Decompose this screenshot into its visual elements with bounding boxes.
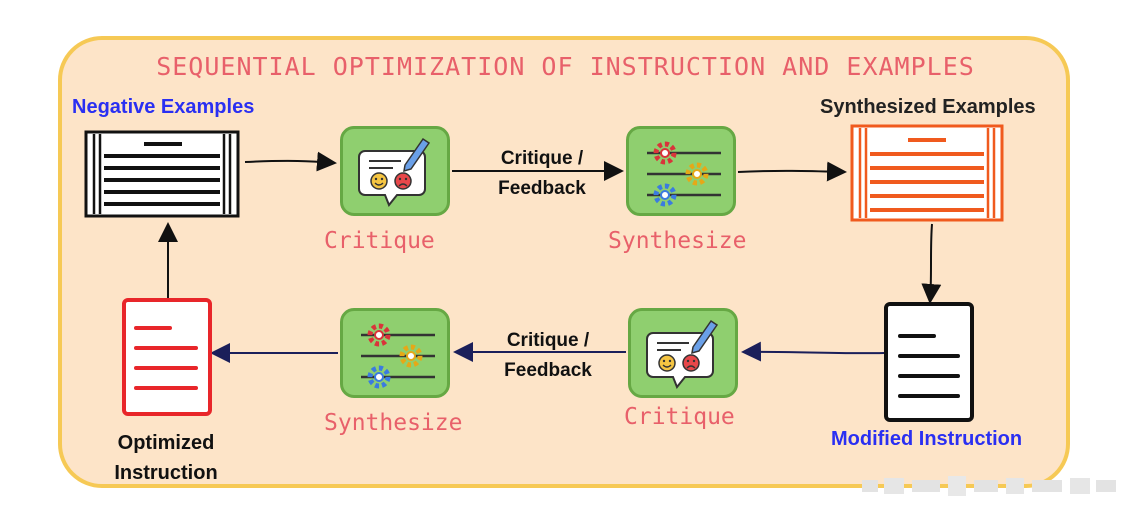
optimized-instruction-line2: Instruction bbox=[114, 462, 218, 484]
critique-step-top-label: Critique bbox=[324, 228, 435, 254]
optimized-instruction-line1: Optimized bbox=[117, 432, 215, 454]
arrow-synthesize-to-synth-examples bbox=[737, 161, 847, 182]
synthesize-step-bottom-label: Synthesize bbox=[324, 410, 463, 436]
optimized-instruction-label: Optimized Instruction bbox=[98, 428, 234, 488]
synthesize-step-top-label: Synthesize bbox=[608, 228, 747, 254]
synthesized-examples-document-icon bbox=[850, 124, 1004, 222]
synthesized-examples-label: Synthesized Examples bbox=[820, 96, 1036, 118]
negative-examples-document-icon bbox=[84, 130, 240, 218]
critique-feedback-top-line1: Critique / bbox=[500, 148, 584, 169]
arrow-synth-examples-to-modified bbox=[921, 223, 942, 304]
arrow-neg-to-critique bbox=[244, 151, 337, 172]
arrow-modified-to-critique bbox=[741, 341, 885, 362]
critique-feedback-bottom-line2: Feedback bbox=[504, 360, 592, 381]
gear-sliders-icon bbox=[361, 323, 435, 389]
synthesize-step-top bbox=[626, 126, 736, 216]
critique-feedback-bottom-line1: Critique / bbox=[506, 330, 590, 351]
negative-examples-label: Negative Examples bbox=[72, 96, 255, 118]
watermark-logo bbox=[862, 476, 1116, 496]
critique-step-bottom bbox=[628, 308, 738, 398]
critique-speech-bubble-icon bbox=[646, 319, 719, 389]
critique-speech-bubble-icon bbox=[358, 137, 431, 207]
critique-feedback-label-bottom: Critique / Feedback bbox=[488, 326, 608, 386]
gear-sliders-icon bbox=[647, 141, 721, 207]
critique-step-top bbox=[340, 126, 450, 216]
critique-feedback-top-line2: Feedback bbox=[498, 178, 586, 199]
modified-instruction-label: Modified Instruction bbox=[831, 428, 1023, 450]
modified-instruction-document-icon bbox=[884, 302, 974, 422]
critique-step-bottom-label: Critique bbox=[624, 404, 735, 430]
synthesize-step-bottom bbox=[340, 308, 450, 398]
optimized-instruction-document-icon bbox=[122, 298, 212, 416]
critique-feedback-label-top: Critique / Feedback bbox=[482, 144, 602, 204]
diagram-title: SEQUENTIAL OPTIMIZATION OF INSTRUCTION A… bbox=[156, 52, 975, 81]
